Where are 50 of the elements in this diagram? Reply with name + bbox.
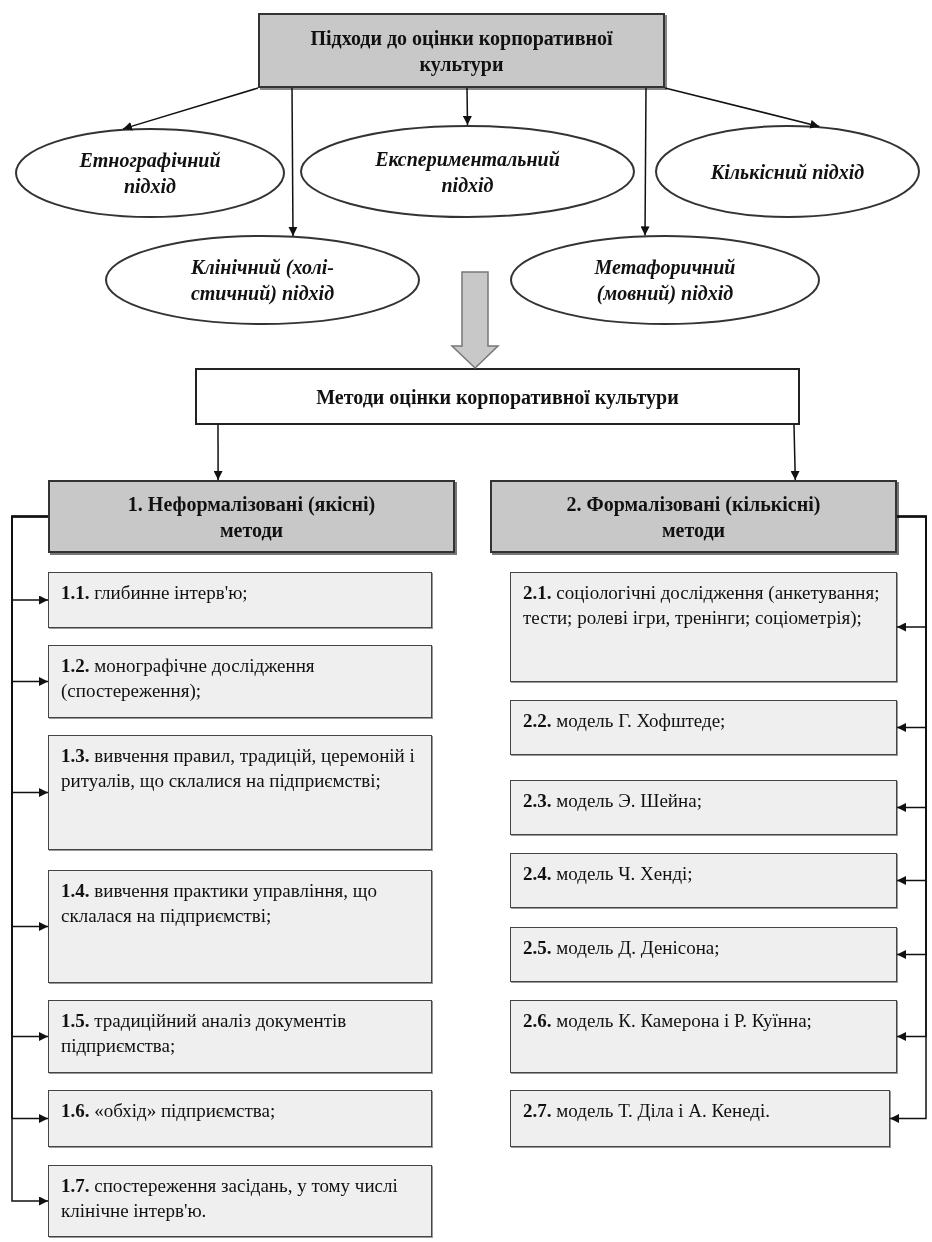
method-label: 2.3. модель Э. Шейна; [523,789,702,813]
method-box [510,700,897,755]
method-label: 2.5. модель Д. Денісона; [523,936,720,960]
method-box [510,853,897,908]
method-box [48,870,432,983]
method-label: 1.7. спостереження засідань, у тому числі клінічне інтерв'ю. [61,1174,399,1223]
arrow [889,515,927,1123]
arrow [213,424,223,481]
heading-label: Методи оцінки корпоративної культури [316,384,679,410]
group-header-box [490,480,897,553]
arrow [462,87,472,126]
method-label: 2.4. модель Ч. Хенді; [523,862,693,886]
approach-header-box [258,13,665,88]
method-box [48,572,432,628]
approach-label: Клінічний (холі-стичний) підхід [189,255,336,306]
approach-label: Кількісний підхід [710,159,865,185]
heading-label: Підходи до оцінки корпоративної культури [309,25,614,77]
method-label: 1.5. традиційний аналіз документів підприємства; [61,1009,348,1058]
method-box [48,1165,432,1237]
approach-label: Метафоричний (мовний) підхід [593,255,737,306]
method-box [510,780,897,835]
group-header-box [48,480,455,553]
method-label: 1.2. монографічне дослідження (спостереження); [61,654,316,703]
method-label: 2.7. модель Т. Діла і А. Кенеді. [523,1099,770,1123]
method-label: 2.1. соціологічні дослідження (анкетування; тести; ролеві ігри, тренінги; соціометрія); [523,581,881,630]
method-box [48,1090,432,1147]
method-box [510,927,897,982]
method-label: 1.4. вивчення практики управління, що склалася на підприємстві; [61,879,378,928]
approach-label: Етнографічний підхід [78,148,222,199]
arrow [640,87,650,237]
approach-label: Експериментальний підхід [374,146,561,198]
method-box [510,1090,890,1147]
arrow [790,424,800,481]
method-box [510,1000,897,1073]
method-label: 2.2. модель Г. Хофштеде; [523,709,726,733]
arrow [122,87,259,131]
arrow [664,87,821,129]
method-label: 1.6. «обхід» підприємства; [61,1099,276,1123]
method-label: 2.6. модель К. Камерона і Р. Куїнна; [523,1009,812,1033]
method-box [48,1000,432,1073]
method-label: 1.3. вивчення правил, традицій, церемоній і ритуалів, що склалися на підприємстві; [61,744,416,793]
method-label: 1.1. глибинне інтерв'ю; [61,581,248,605]
group-label: 2. Формалізовані (кількісні) методи [565,491,822,543]
arrow [288,87,298,237]
method-box [48,645,432,718]
method-box [48,735,432,850]
methods-header-box [195,368,800,425]
group-label: 1. Неформалізовані (якісні) методи [126,491,377,543]
block-arrow [450,271,500,370]
method-box [510,572,897,682]
